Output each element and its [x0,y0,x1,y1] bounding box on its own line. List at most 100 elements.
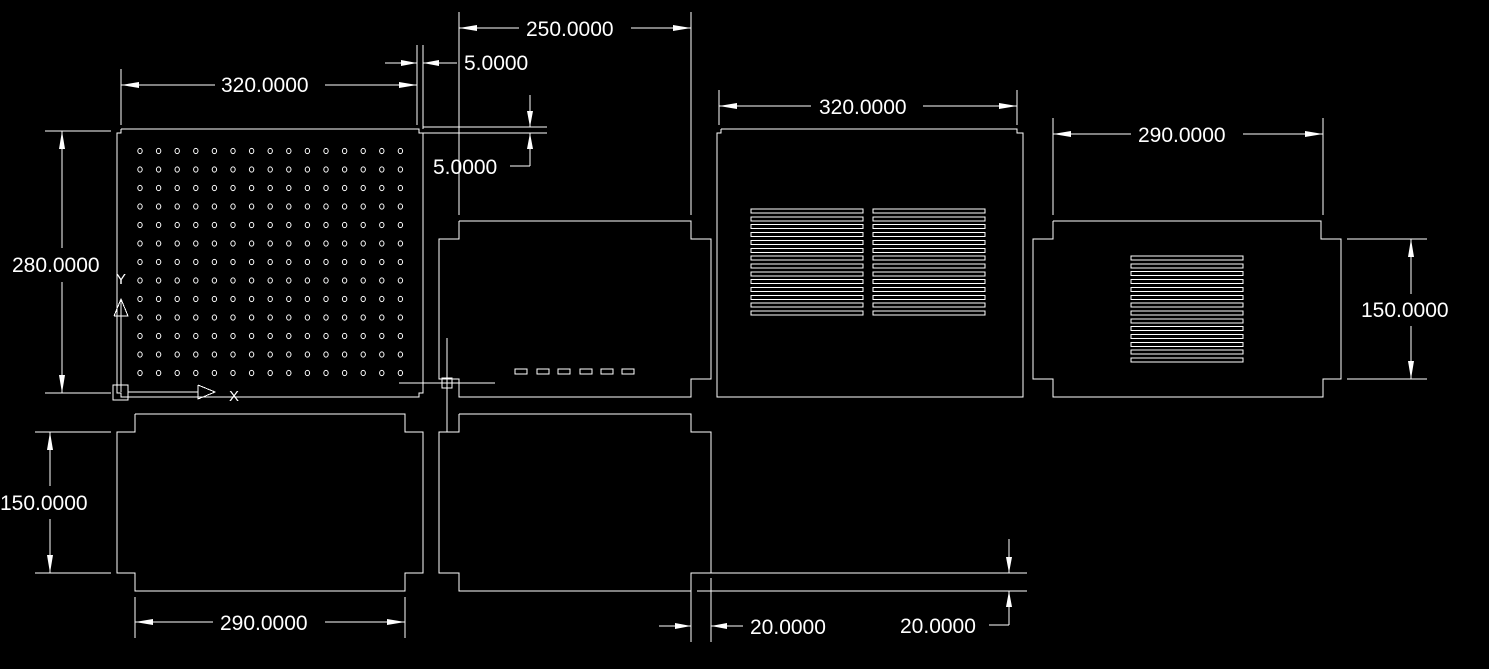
vent-slot [872,216,986,222]
vent-hole [360,203,366,210]
vent-hole [267,314,273,321]
dim-gap-horizontal[interactable]: 5.0000 [385,45,528,129]
vent-hole [286,221,292,229]
vent-hole [360,314,366,321]
front-vent-slots [750,208,986,316]
vent-slot [750,271,864,277]
vent-hole [341,258,348,266]
vent-hole [323,351,329,358]
vent-hole [230,351,236,358]
dim-label: 320.0000 [819,96,907,119]
vent-hole [230,147,236,155]
vent-hole [211,295,218,303]
vent-slot [872,310,986,316]
dim-label: 5.0000 [433,156,497,179]
ucs-icon: X Y [112,271,239,405]
vent-hole [193,314,199,321]
vent-hole [193,166,199,173]
dim-label: 150.0000 [1361,299,1449,322]
vent-hole [211,166,218,173]
vent-hole [379,277,385,284]
vent-hole [230,258,236,266]
vent-hole [341,240,348,247]
vent-hole [304,314,311,321]
vent-hole [323,258,329,266]
vent-hole [248,351,255,358]
vent-hole [137,184,143,192]
dim-side-panel-width[interactable]: 250.0000 [458,12,692,215]
vent-hole [230,203,236,210]
vent-hole [379,166,385,173]
vent-hole [155,147,162,155]
vent-hole [379,332,385,340]
vent-slot [1130,349,1244,355]
vent-hole [323,240,329,247]
vent-hole [286,184,292,192]
vent-hole [397,277,404,284]
vent-hole [137,258,143,266]
vent-hole [267,184,273,192]
vent-hole [211,369,218,377]
dim-tab-height[interactable]: 20.0000 [697,539,1027,638]
vent-hole [323,221,329,229]
dim-tab-width[interactable]: 20.0000 [659,578,826,642]
front-panel[interactable] [716,128,1024,398]
vent-hole [174,166,180,173]
vent-hole [193,221,199,229]
vent-hole [211,240,218,247]
vent-hole [211,332,218,340]
dim-bottom-panel-height[interactable]: 150.0000 [0,431,111,574]
vent-slot [872,302,986,308]
vent-hole [323,332,329,340]
vent-hole [193,351,199,358]
vent-hole [155,277,162,284]
vent-hole [379,221,385,229]
vent-hole [360,351,366,358]
dim-label: 20.0000 [900,615,976,638]
vent-hole [341,295,348,303]
vent-hole [193,295,199,303]
vent-slot [872,294,986,300]
vent-slot [1130,310,1244,316]
dim-bottom-panel-width[interactable]: 290.0000 [134,597,406,638]
top-panel[interactable] [116,128,424,398]
vent-hole [193,184,199,192]
rear-panel[interactable] [1032,220,1342,398]
vent-hole [248,147,255,155]
vent-hole [230,369,236,377]
vent-hole [230,184,236,192]
vent-hole [174,351,180,358]
dim-top-panel-width[interactable]: 320.0000 [120,69,418,125]
vent-slot [872,239,986,245]
vent-hole [230,314,236,321]
dim-top-panel-height[interactable]: 280.0000 [12,130,111,394]
bottom-panel[interactable] [116,413,424,592]
vent-hole [174,369,180,377]
dim-label: 320.0000 [221,74,309,97]
vent-hole [248,277,255,284]
dim-gap-vertical[interactable]: 5.0000 [423,95,547,179]
dim-rear-panel-width[interactable]: 290.0000 [1052,118,1324,215]
vent-slot [750,232,864,238]
vent-hole [341,203,348,210]
side-panel-2[interactable] [438,413,712,592]
side-panel[interactable] [438,220,712,398]
vent-slot [872,255,986,261]
vent-hole [248,184,255,192]
vent-hole [286,203,292,210]
vent-hole [379,184,385,192]
dim-rear-panel-height[interactable]: 150.0000 [1347,238,1449,380]
vent-hole [155,258,162,266]
vent-hole [304,295,311,303]
slot-row [514,368,635,375]
vent-hole [211,314,218,321]
vent-hole [230,277,236,284]
vent-hole [137,277,143,284]
vent-hole [397,184,404,192]
vent-hole [286,351,292,358]
vent-hole [286,166,292,173]
vent-hole [155,240,162,247]
vent-hole [304,332,311,340]
dim-front-panel-width[interactable]: 320.0000 [718,90,1018,125]
